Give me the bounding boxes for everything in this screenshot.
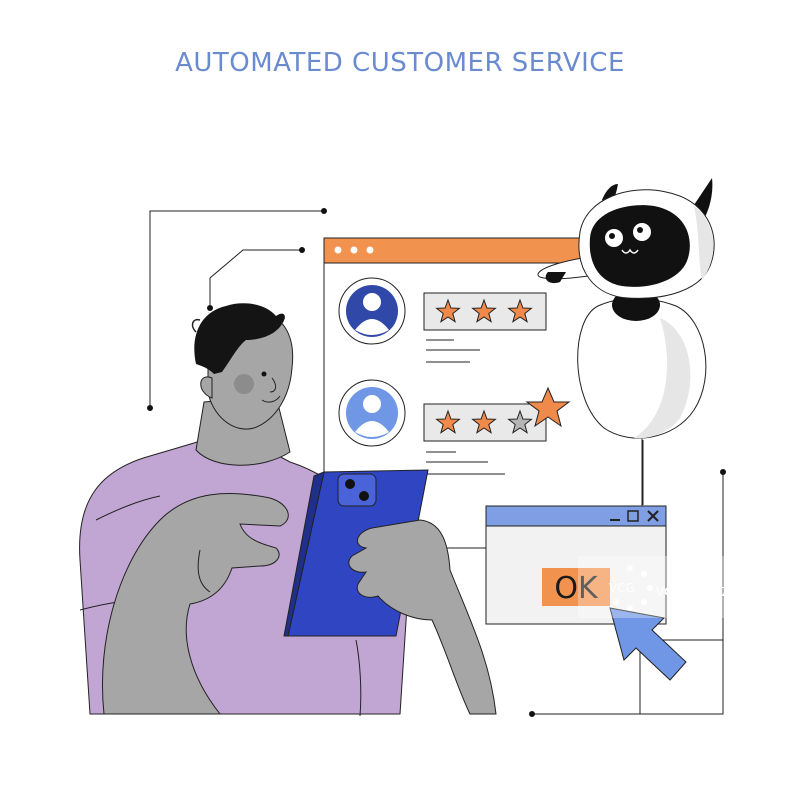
watermark-id: VCG211547308337 — [656, 585, 774, 599]
review-item-2 — [338, 379, 547, 475]
window-dot-icon — [366, 246, 374, 254]
robot-assistant — [537, 178, 715, 439]
review-item-1 — [338, 277, 547, 363]
star-empty-icon — [507, 409, 533, 434]
star-filled-icon — [507, 298, 533, 323]
ok-dialog-titlebar — [485, 505, 667, 527]
camera-module — [337, 473, 377, 507]
person — [79, 303, 497, 717]
connector-dots — [147, 208, 726, 717]
maximize-icon — [627, 510, 639, 522]
connector-lines — [149, 210, 724, 715]
person-eye-icon — [261, 371, 267, 377]
window-dot-icon — [334, 246, 342, 254]
watermark: VCG VCG211547308337 — [578, 556, 800, 618]
right-arm — [348, 519, 497, 715]
ok-button-label: OK — [554, 571, 599, 606]
hair — [194, 303, 285, 374]
star-filled-icon — [471, 298, 497, 323]
floating-star-icon — [525, 386, 571, 428]
watermark-brand: VCG — [609, 581, 635, 595]
camera-lens-icon — [345, 479, 355, 489]
ok-button[interactable]: OK — [542, 568, 610, 606]
mouse-cursor-icon — [609, 607, 687, 681]
page-title: AUTOMATED CUSTOMER SERVICE — [175, 48, 625, 78]
vcg-logo-icon — [613, 565, 653, 611]
star-filled-icon — [471, 409, 497, 434]
window-dot-icon — [350, 246, 358, 254]
star-filled-icon — [435, 409, 461, 434]
ok-dialog: OK — [485, 505, 667, 625]
camera-lens-icon — [359, 491, 369, 501]
star-filled-icon — [435, 298, 461, 323]
left-arm — [101, 492, 289, 715]
close-icon — [647, 510, 659, 522]
